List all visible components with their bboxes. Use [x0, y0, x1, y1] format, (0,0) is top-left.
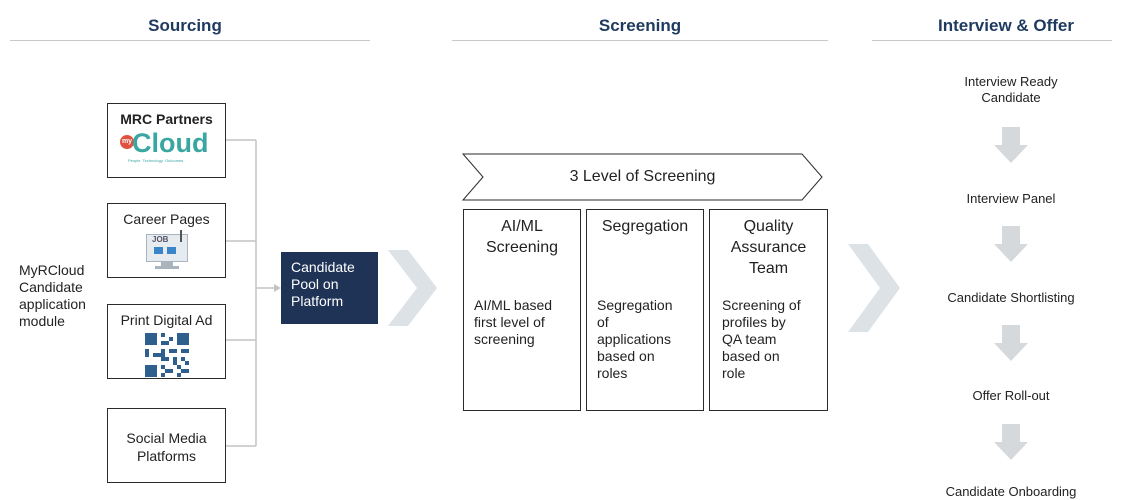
- section-title-interview: Interview & Offer: [937, 16, 1075, 35]
- segregation-desc-line: roles: [597, 365, 628, 381]
- mycloud-logo-tagline: People Technology Outcomes: [128, 158, 184, 163]
- section-rule-interview: [872, 40, 1112, 41]
- career-pages-label: Career Pages: [123, 211, 210, 227]
- screening-box-qa: Quality Assurance Team Screening of prof…: [709, 209, 828, 411]
- step-candidate-onboarding: Candidate Onboarding: [945, 484, 1077, 499]
- screening-box-segregation: Segregation Segregation of applications …: [586, 209, 704, 411]
- step-interview-ready-line1: Interview Ready: [964, 74, 1058, 89]
- mycloud-logo: my Cloud People Technology Outcomes: [108, 129, 225, 167]
- screening-box-aiml: AI/ML Screening AI/ML based first level …: [463, 209, 581, 411]
- segregation-description: Segregation of applications based on rol…: [597, 297, 673, 382]
- chevron-to-interview: [848, 244, 900, 332]
- module-label-line2: Candidate: [19, 279, 83, 295]
- aiml-title: AI/ML Screening: [464, 216, 580, 258]
- job-monitor-icon-text: JOB: [152, 235, 169, 244]
- step-candidate-shortlisting: Candidate Shortlisting: [947, 290, 1075, 305]
- mycloud-logo-text: Cloud: [132, 128, 209, 158]
- mrc-partners-label: MRC Partners: [120, 111, 213, 127]
- step-interview-ready-line2: Candidate: [981, 90, 1041, 105]
- module-label-line3: application: [19, 296, 86, 312]
- mycloud-logo-badge: my: [120, 135, 134, 149]
- qa-description: Screening of profiles by QA team based o…: [722, 297, 801, 382]
- qa-desc-line: role: [722, 365, 746, 381]
- aiml-title-line1: AI/ML: [501, 218, 543, 235]
- source-print-digital-ad: Print Digital Ad: [107, 304, 226, 379]
- segregation-title: Segregation: [601, 218, 689, 235]
- section-rule-sourcing: [10, 40, 370, 41]
- qa-desc-line: Screening of: [722, 297, 801, 313]
- step-interview-ready: Interview Ready Candidate: [911, 74, 1111, 106]
- social-media-label-line2: Platforms: [136, 448, 197, 464]
- chevron-to-screening: [388, 250, 437, 326]
- qr-code-icon: [145, 333, 189, 377]
- qa-desc-line: based on: [722, 348, 780, 364]
- screening-banner-shape: [461, 153, 823, 201]
- social-media-label-line1: Social Media: [126, 430, 207, 446]
- qa-desc-line: profiles by: [722, 314, 786, 330]
- print-digital-ad-label: Print Digital Ad: [120, 312, 213, 328]
- qa-title-line3: Team: [748, 260, 789, 277]
- qa-title: Quality Assurance Team: [710, 216, 827, 279]
- qa-title-line1: Quality: [743, 218, 794, 235]
- step-offer-rollout: Offer Roll-out: [972, 388, 1050, 403]
- segregation-desc-line: Segregation: [597, 297, 673, 313]
- qa-title-line2: Assurance: [730, 239, 807, 256]
- source-connectors: [226, 139, 276, 447]
- segregation-desc-line: of: [597, 314, 609, 330]
- segregation-desc-line: applications: [597, 331, 671, 347]
- source-social-media: Social Media Platforms: [107, 408, 226, 483]
- candidate-pool-line2: Pool on: [291, 276, 339, 292]
- source-mrc-partners: MRC Partners my Cloud People Technology …: [107, 103, 226, 178]
- segregation-desc-line: based on: [597, 348, 655, 364]
- module-label: MyRCloud Candidate application module: [19, 262, 86, 330]
- section-title-screening: Screening: [598, 16, 682, 35]
- module-label-line4: module: [19, 313, 65, 329]
- candidate-pool-line3: Platform: [291, 293, 344, 309]
- aiml-description: AI/ML based first level of screening: [474, 297, 552, 348]
- pool-arrowhead: [274, 284, 281, 292]
- screening-banner-label: 3 Level of Screening: [569, 168, 716, 185]
- job-monitor-icon: JOB: [146, 230, 188, 272]
- section-rule-screening: [452, 40, 828, 41]
- aiml-desc-line: first level of: [474, 314, 545, 330]
- qa-desc-line: QA team: [722, 331, 777, 347]
- section-title-sourcing: Sourcing: [148, 16, 222, 35]
- candidate-pool-line1: Candidate: [291, 259, 355, 275]
- module-label-line1: MyRCloud: [19, 262, 85, 278]
- step-interview-panel: Interview Panel: [966, 191, 1056, 206]
- aiml-desc-line: AI/ML based: [474, 297, 553, 313]
- aiml-desc-line: screening: [474, 331, 535, 347]
- candidate-pool-box: Candidate Pool on Platform: [281, 252, 378, 324]
- aiml-title-line2: Screening: [485, 239, 559, 256]
- down-arrows: [994, 127, 1028, 460]
- source-career-pages: Career Pages JOB: [107, 203, 226, 278]
